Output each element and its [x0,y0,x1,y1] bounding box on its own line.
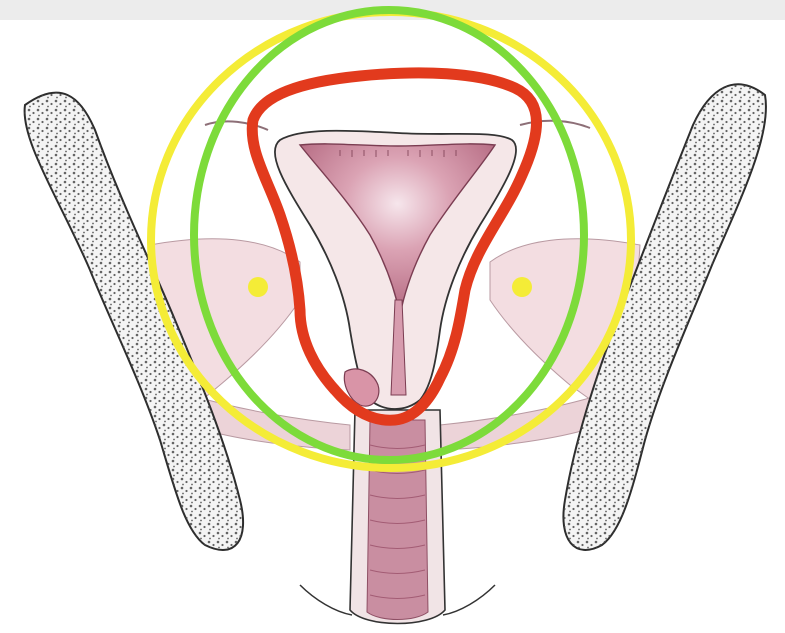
perineal-outline-right [443,585,495,615]
ovary-marker-right [512,277,532,297]
perineal-outline-left [300,585,352,615]
vaginal-canal [367,420,428,620]
ovary-marker-left [248,277,268,297]
